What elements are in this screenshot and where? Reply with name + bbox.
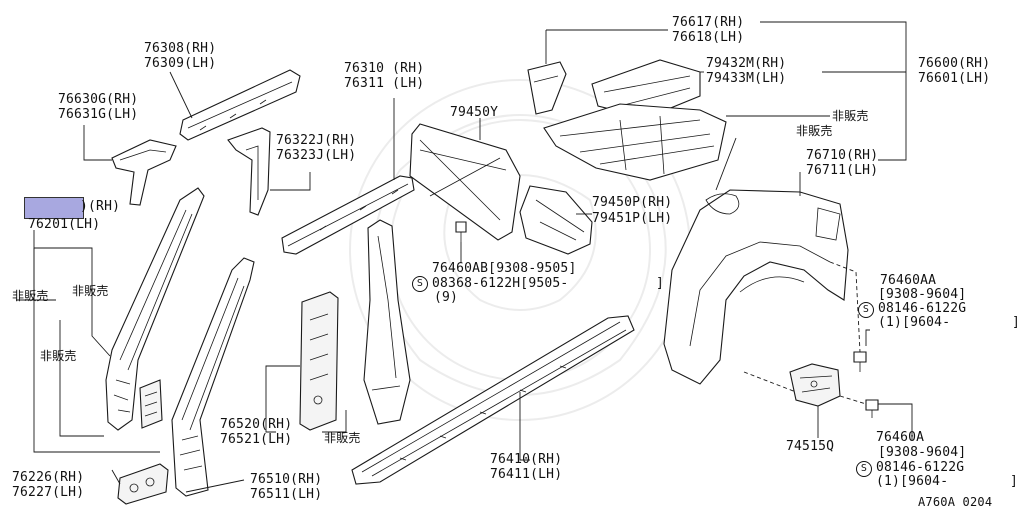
label-76520[interactable]: 76520(RH): [220, 417, 293, 432]
s-symbol-2: S: [858, 302, 874, 318]
leader-notsold-6: [322, 410, 347, 433]
label-76618[interactable]: 76618(LH): [672, 30, 745, 45]
part-79432m-panel: [591, 59, 701, 119]
part-76630g-bracket: [111, 139, 177, 206]
part-76322j-pillar: [227, 127, 271, 216]
label-74515q[interactable]: 74515Q: [786, 439, 835, 454]
leader-76460aa: [865, 329, 870, 346]
label-not-sold-1: 非販売: [832, 109, 869, 123]
label-76410[interactable]: 76410(RH): [490, 452, 563, 467]
leader-notsold-mid: [59, 320, 104, 437]
label-not-sold-5: 非販売: [40, 349, 77, 363]
label-76460ab[interactable]: 76460AB[9308-9505]: [432, 261, 577, 276]
label-76310[interactable]: 76310 (RH): [344, 61, 425, 76]
leader-76510: [185, 479, 245, 493]
label-76227[interactable]: 76227(LH): [12, 485, 85, 500]
part-76226-plate: [117, 463, 169, 505]
label-76322j[interactable]: 76322J(RH): [276, 133, 357, 148]
label-a-range: [9308-9604]: [878, 445, 967, 460]
part-76510-center-pillar: [171, 257, 255, 497]
label-76617[interactable]: 76617(RH): [672, 15, 745, 30]
label-79450p[interactable]: 79450P(RH): [592, 195, 673, 210]
figure-code: A760A 0204: [918, 495, 993, 509]
label-76411[interactable]: 76411(LH): [490, 467, 563, 482]
label-76323j[interactable]: 76323J(LH): [276, 148, 357, 163]
label-aa-code[interactable]: 08146-6122G: [878, 301, 967, 316]
part-76520-inner-panel: [299, 291, 339, 431]
label-76308[interactable]: 76308(RH): [144, 41, 217, 56]
bolt-76460ab: [455, 221, 467, 242]
label-79451p[interactable]: 79451P(LH): [592, 211, 673, 226]
label-not-sold-4: 非販売: [72, 284, 109, 298]
label-aa-qty: (1)[9604-: [878, 315, 951, 330]
label-76711[interactable]: 76711(LH): [806, 163, 879, 178]
label-bolt1-code[interactable]: 08368-6122H[9505-: [432, 276, 569, 291]
label-76521[interactable]: 76521(LH): [220, 432, 293, 447]
leader-76460a: [878, 403, 913, 440]
leader-76308: [169, 71, 193, 119]
leader-76630g: [83, 125, 112, 161]
label-76631g[interactable]: 76631G(LH): [58, 107, 139, 122]
leader-76410: [519, 392, 530, 461]
part-b-pillar: [363, 219, 411, 425]
label-76710[interactable]: 76710(RH): [806, 148, 879, 163]
label-76309[interactable]: 76309(LH): [144, 56, 217, 71]
label-76601[interactable]: 76601(LH): [918, 71, 991, 86]
label-79432m[interactable]: 79432M(RH): [706, 56, 787, 71]
dash-a: [839, 395, 867, 405]
label-bolt1-close: ]: [656, 276, 665, 291]
part-76410-sill: [351, 315, 635, 485]
part-79450y-panel: [409, 123, 521, 241]
label-a-close: ]: [1010, 474, 1019, 489]
label-aa-close: ]: [1012, 315, 1021, 330]
part-pillar-bracket-small: [139, 379, 163, 429]
label-not-sold-3: 非販売: [12, 289, 49, 303]
label-76201[interactable]: 76201(LH): [28, 217, 101, 232]
label-bolt1-qty: (9): [434, 290, 459, 305]
leader-notsold-left: [33, 248, 160, 453]
leader-notsold-2: [715, 137, 737, 191]
label-76226[interactable]: 76226(RH): [12, 470, 85, 485]
label-76600[interactable]: 76600(RH): [918, 56, 991, 71]
label-76511[interactable]: 76511(LH): [250, 487, 323, 502]
part-74515q-hinge: [789, 363, 841, 407]
label-rh-suffix: )(RH): [80, 199, 121, 214]
dash-aa: [829, 261, 861, 353]
part-76308-roof-rail: [179, 69, 301, 141]
label-76311[interactable]: 76311 (LH): [344, 76, 425, 91]
leader-76201: [33, 230, 111, 357]
leader-76600-group: [760, 21, 907, 161]
part-76710-quarter-panel: [663, 189, 849, 385]
part-76600-rear-inner: [543, 103, 727, 181]
leader-76322j: [270, 172, 311, 191]
part-79450p-bracket: [519, 185, 593, 255]
label-76460a[interactable]: 76460A: [876, 430, 925, 445]
part-76310-roof-side-rail: [281, 175, 415, 255]
label-not-sold-2: 非販売: [796, 124, 833, 138]
label-76460aa[interactable]: 76460AA: [880, 273, 937, 288]
bolt-76460a: [865, 399, 879, 418]
part-76201-front-pillar: [105, 187, 205, 431]
label-a-code[interactable]: 08146-6122G: [876, 460, 965, 475]
bolt-76460aa: [853, 351, 867, 372]
label-76510[interactable]: 76510(RH): [250, 472, 323, 487]
label-79450y[interactable]: 79450Y: [450, 105, 499, 120]
leader-76226: [111, 469, 121, 485]
s-symbol-3: S: [856, 461, 872, 477]
label-not-sold-6: 非販売: [324, 431, 361, 445]
s-symbol-1: S: [412, 276, 428, 292]
label-aa-range: [9308-9604]: [878, 287, 967, 302]
leader-76520: [265, 365, 300, 433]
highlighted-part-number[interactable]: [24, 197, 84, 219]
label-76630g[interactable]: 76630G(RH): [58, 92, 139, 107]
part-76617-bracket: [527, 61, 567, 115]
dash-hinge: [743, 371, 797, 393]
label-79433m[interactable]: 79433M(LH): [706, 71, 787, 86]
label-a-qty: (1)[9604-: [876, 474, 949, 489]
